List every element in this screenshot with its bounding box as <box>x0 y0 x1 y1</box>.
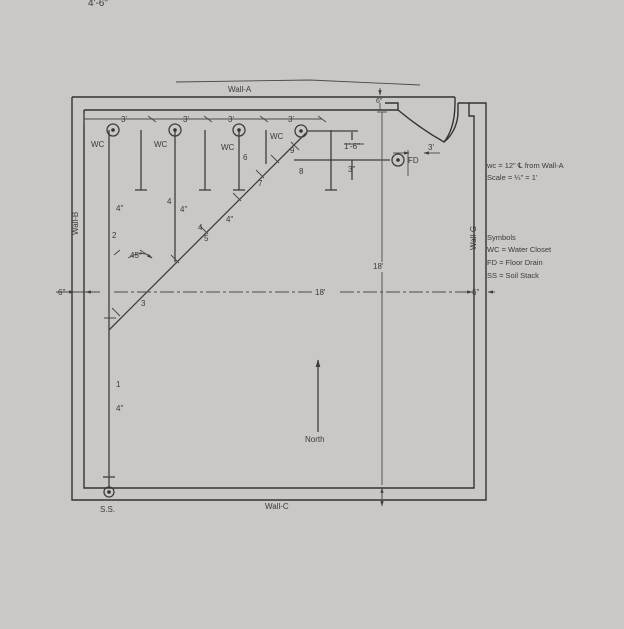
wc-stubs <box>135 130 353 262</box>
fd-branch: FD 3' 1'-6" 3" <box>294 130 440 180</box>
corner-curve <box>397 97 456 143</box>
outer-wall <box>71 96 487 501</box>
wall-a-label: Wall-A <box>228 85 252 94</box>
faint-line <box>175 79 421 86</box>
note-scale: Scale = ¼" = 1' <box>487 173 538 182</box>
wc-1-label: WC <box>91 140 105 149</box>
pipe-size-bottom: 4" <box>116 404 123 413</box>
wc-fixture-1: WC <box>91 123 120 149</box>
wc-2-icon <box>168 123 182 137</box>
angle-label: 45° <box>130 251 142 260</box>
segment-9: 9 <box>290 146 295 155</box>
symbol-wc: WC = Water Closet <box>487 245 552 254</box>
wc-1-icon <box>106 123 120 137</box>
wall-g-label: Wall-G <box>469 226 478 250</box>
segment-4a: 4 <box>167 197 172 206</box>
wc-4-label: WC <box>270 132 284 141</box>
symbols-legend: Symbols WC = Water Closet FD = Floor Dra… <box>487 233 552 280</box>
segment-4b: 4 <box>198 223 203 232</box>
pipe-size-stub-1: 4" <box>180 205 187 214</box>
dim-wc-spacing-1: 3' <box>121 115 127 124</box>
horizontal-dimension: 6" 18' 6" <box>56 288 495 297</box>
wall-c-label: Wall-C <box>265 502 289 511</box>
segment-1: 1 <box>116 380 121 389</box>
corner-curve-inner <box>443 103 459 143</box>
corner-note: 4'-6" <box>88 0 108 9</box>
north-arrow: North <box>305 359 325 444</box>
diagonal-branch: 45° <box>104 132 307 331</box>
wc-fixture-3: WC <box>221 123 246 152</box>
inner-wall <box>83 103 475 489</box>
segment-8: 8 <box>299 167 304 176</box>
segment-2: 2 <box>112 231 117 240</box>
notes: wc = 12" ℄ from Wall-A Scale = ¼" = 1' <box>486 161 564 182</box>
dim-top-gap: 6" <box>376 98 383 105</box>
note-wc: wc = 12" ℄ from Wall-A <box>486 161 564 170</box>
wc-3-label: WC <box>221 143 235 152</box>
dim-left-gap: 6" <box>58 288 65 297</box>
top-dimension: 3' 3' 3' 3' 6" <box>83 88 383 125</box>
floor-drain-label: FD <box>408 156 419 165</box>
soil-stack-line: S.S. <box>100 130 115 514</box>
dim-fd-run: 3' <box>428 143 434 152</box>
wall-a-inner <box>84 102 399 111</box>
vertical-dimension: 18' <box>372 111 392 507</box>
segment-7: 7 <box>258 179 263 188</box>
pipe-size-stub-2: 4" <box>226 215 233 224</box>
segment-labels: 1 2 3 4 4 5 6 7 8 9 <box>112 146 304 389</box>
dim-wc-spacing-2: 3' <box>183 115 189 124</box>
dim-fd-offset: 3" <box>348 165 355 174</box>
symbol-fd: FD = Floor Drain <box>487 258 543 267</box>
dim-wc-spacing-4: 3' <box>288 115 294 124</box>
dim-width: 18' <box>315 288 326 297</box>
symbol-ss: SS = Soil Stack <box>487 271 539 280</box>
floor-drain-icon <box>391 153 405 167</box>
segment-5: 5 <box>204 234 209 243</box>
wc-fixture-4: WC <box>270 124 308 141</box>
segment-6: 6 <box>243 153 248 162</box>
wc-fixtures: WC WC WC WC <box>91 123 308 152</box>
wc-2-label: WC <box>154 140 168 149</box>
segment-3: 3 <box>141 299 146 308</box>
soil-stack-label: S.S. <box>100 505 115 514</box>
room-walls <box>71 96 487 501</box>
symbols-title: Symbols <box>487 233 516 242</box>
dim-wc-to-fd: 1'-6" <box>344 142 360 151</box>
dim-wc-spacing-3: 3' <box>228 115 234 124</box>
dim-height: 18' <box>373 262 384 271</box>
pipe-size-top-left: 4" <box>116 204 123 213</box>
dim-right-gap: 6" <box>472 288 479 297</box>
wall-b-label: Wall-B <box>71 212 80 235</box>
north-label: North <box>305 435 325 444</box>
soil-stack-icon <box>103 486 115 498</box>
soil-stack-dot <box>107 490 111 494</box>
wc-fixture-2: WC <box>154 123 182 149</box>
wc-3-icon <box>232 123 246 137</box>
